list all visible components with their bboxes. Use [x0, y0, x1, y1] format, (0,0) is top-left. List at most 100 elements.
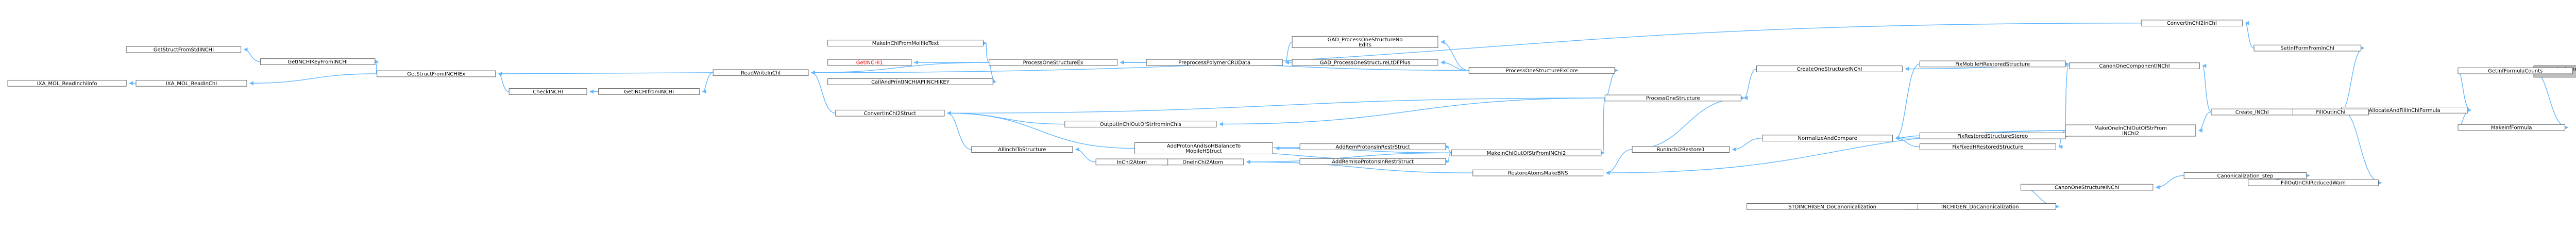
call-edge — [1246, 159, 1473, 173]
call-edge — [2458, 70, 2471, 112]
node-box — [1146, 59, 1283, 66]
function-node[interactable]: ReadWriteInChI — [713, 69, 809, 76]
node-box — [377, 70, 496, 77]
node-box — [1919, 60, 2066, 68]
function-node[interactable]: GAD_ProcessOneStructureLtDFPlus — [1292, 59, 1438, 66]
function-node[interactable]: FixFixedHRestoredStructure — [1919, 143, 2056, 150]
function-node[interactable]: PreprocessPolymerCRUData — [1146, 59, 1283, 66]
function-node[interactable]: ConvertInChI2InChI — [2141, 20, 2243, 26]
node-label: Create_INChI — [2235, 110, 2269, 116]
node-label: MakeInChIOutOfStrFromINChI2 — [1487, 151, 1566, 156]
function-node[interactable]: GetINCHI1 — [827, 59, 912, 66]
node-box — [1756, 66, 1903, 72]
function-node[interactable]: OneInChi2Atom — [1161, 158, 1244, 165]
function-node[interactable]: CheckINCHI — [509, 88, 587, 95]
call-edge — [1075, 147, 1096, 163]
function-node[interactable]: GetInfFormulaCounts — [2458, 67, 2573, 74]
call-edge — [810, 23, 2142, 75]
node-layer: get_element_or_pseudoelement_symbolGetIn… — [7, 20, 2576, 210]
node-box — [2211, 108, 2293, 116]
node-label: ProcessOneStructureExCore — [1506, 68, 1578, 74]
node-box — [1292, 59, 1438, 66]
function-node[interactable]: FixMobileHRestoredStructure — [1919, 60, 2066, 68]
function-node[interactable]: GetINCHIfromINCHI — [598, 88, 700, 95]
node-box — [1468, 67, 1615, 74]
call-edge — [2065, 62, 2070, 131]
function-node[interactable]: FillOutInChI — [2292, 108, 2369, 116]
node-label: OutputInChIOutOfStrfromInChIs — [1100, 122, 1181, 127]
function-node[interactable]: ConvertInChI2Struct — [835, 109, 945, 117]
node-label: MakeInChIFromMolfileText — [872, 41, 939, 46]
node-label: ProcessOneStructureEx — [1023, 60, 1083, 66]
node-label: MobileHStruct — [1185, 149, 1222, 154]
function-node[interactable]: MakeInChIOutOfStrFromINChI2 — [1451, 149, 1602, 156]
node-label: PreprocessPolymerCRUData — [1178, 60, 1250, 66]
node-box — [1299, 143, 1446, 150]
function-node[interactable]: GetStructFromStdINCHI — [126, 46, 242, 53]
node-box — [598, 88, 700, 95]
function-node[interactable]: AddRemProtonsInRestrStruct — [1299, 143, 1446, 150]
node-box — [1919, 132, 2066, 139]
node-box — [1299, 158, 1446, 165]
function-node[interactable]: GetINCHIKeyFromINCHI — [260, 58, 376, 65]
node-label: MakeInfFormula — [2491, 125, 2532, 131]
function-node[interactable]: FixRestoredStructureStereo — [1919, 132, 2066, 139]
call-edge — [946, 111, 1135, 149]
node-label: AddProtonAndIsoHBalanceTo — [1167, 143, 1241, 149]
node-box — [1604, 94, 1741, 102]
function-node[interactable]: IXA_MOL_ReadInchiInfo — [7, 79, 127, 87]
edge-layer — [129, 21, 2576, 209]
node-label: GetINCHIfromINCHI — [624, 89, 674, 95]
function-node[interactable]: CreateOneStructureINChI — [1756, 66, 1903, 72]
node-box — [1762, 135, 1893, 142]
function-node[interactable]: FillOutInChIReducedWarn — [2248, 179, 2379, 186]
function-node[interactable]: ProcessOneStructure — [1604, 94, 1741, 102]
call-edge — [249, 73, 377, 86]
function-node[interactable]: InChi2Atom — [1095, 158, 1168, 165]
function-node[interactable]: OutputInChIOutOfStrfromInChIs — [1064, 121, 1217, 127]
node-label: INChI2 — [2122, 131, 2139, 137]
function-node[interactable]: ProcessOneStructureEx — [989, 59, 1118, 66]
node-box — [509, 88, 587, 95]
function-node[interactable]: ProcessOneStructureExCore — [1468, 67, 1615, 74]
function-node[interactable]: RestoreAtomsMakeBNS — [1472, 169, 1604, 176]
function-node[interactable]: INCHIGEN_DoCanonicalization — [1904, 203, 2056, 210]
call-edge — [2341, 109, 2382, 185]
node-label: FillOutInChIReducedWarn — [2281, 181, 2346, 186]
node-box — [2183, 172, 2307, 179]
function-node[interactable]: MakeInChIFromMolfileText — [827, 40, 984, 46]
function-node[interactable]: RunInchi2Restore1 — [1632, 146, 1730, 153]
function-node[interactable]: CanonOneComponentINChI — [2069, 62, 2200, 69]
function-node[interactable]: SetInfFormFromInChI — [2253, 44, 2361, 52]
function-node[interactable]: STDINCHIGEN_DoCanonicalization — [1747, 203, 1919, 210]
call-edge — [2202, 63, 2212, 112]
node-label: CanonOneStructureINChI — [2055, 185, 2119, 191]
node-label: GetStructFromStdINCHI — [154, 47, 214, 53]
node-box — [827, 78, 993, 85]
function-node[interactable]: IXA_MOL_ReadInChI — [135, 79, 247, 87]
node-label: RunInchi2Restore1 — [1657, 147, 1705, 153]
node-box — [1451, 149, 1602, 156]
node-label: ReadWriteInChI — [741, 70, 781, 76]
function-node[interactable]: NormalizeAndCompare — [1762, 135, 1893, 141]
node-box — [2065, 124, 2196, 137]
function-node[interactable]: CallAndPrintINCHIAPIINCHIKEY — [827, 78, 993, 85]
node-box — [2020, 184, 2154, 191]
function-node[interactable]: AllInchiToStructure — [971, 146, 1073, 153]
function-node[interactable]: AddRemIsoProtonsInRestrStruct — [1299, 158, 1446, 165]
node-label: IXA_MOL_ReadInchiInfo — [37, 81, 97, 87]
node-box — [2069, 62, 2200, 69]
function-node[interactable]: GetStructFromINCHIEx — [377, 70, 496, 77]
function-node[interactable]: Canonicalization_step — [2183, 172, 2307, 179]
call-edge — [2198, 111, 2212, 133]
function-node[interactable]: CanonOneStructureINChI — [2020, 184, 2154, 191]
call-edge — [1285, 41, 1293, 64]
node-box — [135, 79, 247, 87]
call-edge — [1445, 144, 1452, 153]
function-node[interactable]: MakeInfFormula — [2458, 124, 2565, 131]
node-label: Canonicalization_step — [2217, 173, 2273, 179]
function-node[interactable]: Create_INChI — [2211, 108, 2293, 116]
